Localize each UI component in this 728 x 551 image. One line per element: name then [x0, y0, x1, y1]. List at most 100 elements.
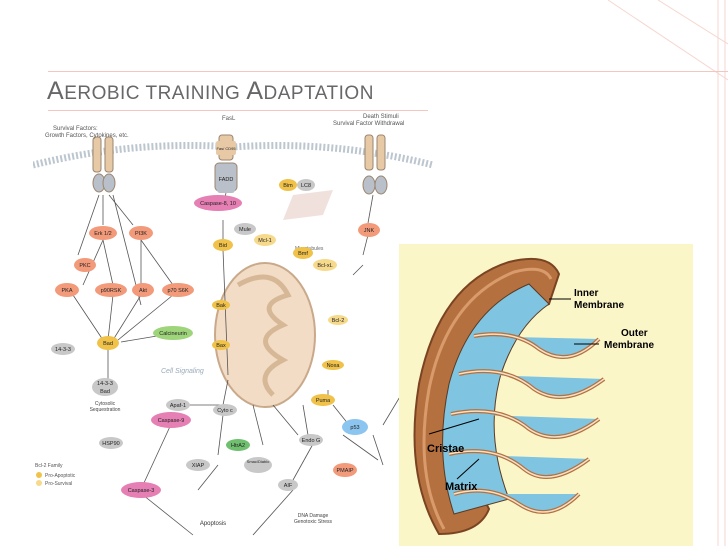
- node-pmaip: PMAIP: [333, 463, 357, 477]
- node-mcl1: Mcl-1: [254, 234, 276, 246]
- apoptosis-pathway-diagram: Survival Factors: Growth Factors, Cytoki…: [33, 114, 433, 536]
- pathway-nodes: FADD Fas/ CD95 Caspase-8, 10 Bid Mule Mc…: [51, 141, 380, 527]
- node-jnk: JNK: [358, 223, 380, 237]
- svg-text:Bcl-2: Bcl-2: [332, 318, 345, 324]
- microtubules-band: [283, 190, 333, 220]
- node-aif: AIF: [278, 479, 298, 491]
- node-bcl2: Bcl-2: [328, 315, 348, 325]
- svg-text:Akt: Akt: [139, 288, 147, 294]
- inner-membrane-label-1: Inner: [574, 288, 599, 299]
- node-p53: p53: [342, 419, 368, 435]
- svg-text:Smac/Diablo: Smac/Diablo: [247, 459, 270, 464]
- inner-membrane-label-2: Membrane: [574, 300, 624, 311]
- svg-text:HSP90: HSP90: [102, 441, 119, 447]
- node-fadd: FADD: [217, 165, 235, 193]
- svg-text:p53: p53: [350, 425, 359, 431]
- title-cap-1: A: [47, 77, 65, 105]
- svg-text:Bcl-xL: Bcl-xL: [317, 263, 332, 269]
- svg-text:HtrA2: HtrA2: [231, 443, 245, 449]
- svg-text:AIF: AIF: [284, 483, 293, 489]
- title-cap-2: A: [246, 77, 264, 105]
- svg-text:p70 S6K: p70 S6K: [167, 288, 188, 294]
- corner-decoration: [607, 0, 728, 546]
- svg-text:Caspase-8, 10: Caspase-8, 10: [200, 201, 236, 207]
- svg-text:Noxa: Noxa: [327, 363, 341, 369]
- cristae-label: Cristae: [427, 443, 464, 455]
- genotoxic-stress-label: Genotoxic Stress: [294, 519, 333, 525]
- svg-text:Erk 1/2: Erk 1/2: [94, 231, 111, 237]
- node-smac: Smac/Diablo: [244, 457, 272, 473]
- apoptosis-label: Apoptosis: [200, 521, 226, 527]
- mitochondrion-illustration: Inner Membrane Outer Membrane Cristae Ma…: [399, 244, 693, 546]
- title-rule-top: [48, 71, 728, 72]
- dna-damage-label: DNA Damage: [298, 513, 329, 519]
- node-endog: Endo G: [299, 434, 323, 446]
- title-rest-1: erobic training: [64, 83, 241, 104]
- svg-text:Calcineurin: Calcineurin: [159, 331, 187, 337]
- svg-text:JNK: JNK: [364, 228, 375, 234]
- node-receptor-mid: Fas/ CD95: [216, 141, 236, 155]
- svg-text:PMAIP: PMAIP: [336, 468, 353, 474]
- svg-text:Cyto c: Cyto c: [217, 408, 233, 414]
- svg-text:Bmf: Bmf: [298, 251, 308, 257]
- node-cytc: Cyto c: [213, 404, 237, 416]
- survival-factors-label: Survival Factors:: [53, 126, 98, 132]
- node-hsp90: HSP90: [99, 437, 123, 449]
- node-mule: Mule: [234, 223, 256, 235]
- legend-title: Bcl-2 Family: [35, 463, 63, 469]
- svg-text:Bad: Bad: [103, 341, 113, 347]
- legend-pro-apoptotic-swatch: [36, 472, 42, 478]
- svg-text:14-3-3: 14-3-3: [97, 381, 113, 387]
- node-pi3k: PI3K: [129, 226, 153, 240]
- node-bcl-xl: Bcl-xL: [313, 259, 337, 271]
- svg-text:Caspase-3: Caspase-3: [128, 488, 155, 494]
- survival-withdrawal-label: Survival Factor Withdrawal: [333, 121, 404, 127]
- node-p90rsk: p90RSK: [95, 283, 127, 297]
- receptor-right: [362, 134, 388, 195]
- node-calcineurin: Calcineurin: [153, 326, 193, 340]
- node-pka: PKA: [55, 283, 79, 297]
- watermark-text: Cell Signaling: [161, 368, 204, 375]
- svg-text:Endo G: Endo G: [302, 438, 321, 444]
- svg-text:Bax: Bax: [216, 343, 226, 349]
- matrix-region: [442, 283, 550, 515]
- title-rest-2: daptation: [263, 83, 374, 104]
- svg-text:Puma: Puma: [316, 398, 331, 404]
- outer-membrane-label-2: Membrane: [604, 340, 654, 351]
- svg-text:Mcl-1: Mcl-1: [258, 238, 271, 244]
- node-akt: Akt: [132, 283, 154, 297]
- node-caspase9: Caspase-9: [151, 412, 191, 428]
- node-bmf: Bmf: [293, 247, 313, 259]
- node-apaf1: Apaf-1: [166, 399, 190, 411]
- outer-membrane-label-1: Outer: [621, 328, 648, 339]
- node-bid: Bid: [213, 239, 233, 251]
- legend-pro-survival-swatch: [36, 480, 42, 486]
- growth-factors-label: Growth Factors, Cytokines, etc.: [45, 133, 129, 139]
- bcl2-family-legend: Bcl-2 Family Pro-Apoptotic Pro-Survival: [35, 463, 76, 487]
- svg-text:Bak: Bak: [216, 303, 226, 309]
- svg-text:PKA: PKA: [61, 288, 72, 294]
- node-pkc: PKC: [74, 258, 96, 272]
- svg-text:Apaf-1: Apaf-1: [170, 403, 186, 409]
- node-xiap: XIAP: [186, 459, 210, 471]
- svg-text:p90RSK: p90RSK: [101, 288, 122, 294]
- node-14-3-3: 14-3-3: [51, 343, 75, 355]
- svg-text:Bid: Bid: [219, 243, 227, 249]
- node-lc8: LC8: [297, 179, 315, 191]
- matrix-label: Matrix: [445, 481, 478, 493]
- node-caspase-8-10: Caspase-8, 10: [194, 195, 242, 211]
- node-bak: Bak: [212, 300, 230, 310]
- svg-text:FADD: FADD: [219, 177, 234, 183]
- node-erk: Erk 1/2: [89, 226, 117, 240]
- svg-text:Caspase-9: Caspase-9: [158, 418, 185, 424]
- svg-text:XIAP: XIAP: [192, 463, 205, 469]
- leader-lines: [428, 298, 599, 480]
- svg-text:Bad: Bad: [100, 389, 110, 395]
- legend-pro-apoptotic: Pro-Apoptotic: [45, 473, 76, 479]
- node-bax: Bax: [212, 340, 230, 350]
- death-stimuli-label: Death Stimuli: [363, 114, 399, 120]
- svg-text:14-3-3: 14-3-3: [55, 347, 71, 353]
- receptor-left: [92, 136, 116, 193]
- node-noxa: Noxa: [322, 360, 344, 370]
